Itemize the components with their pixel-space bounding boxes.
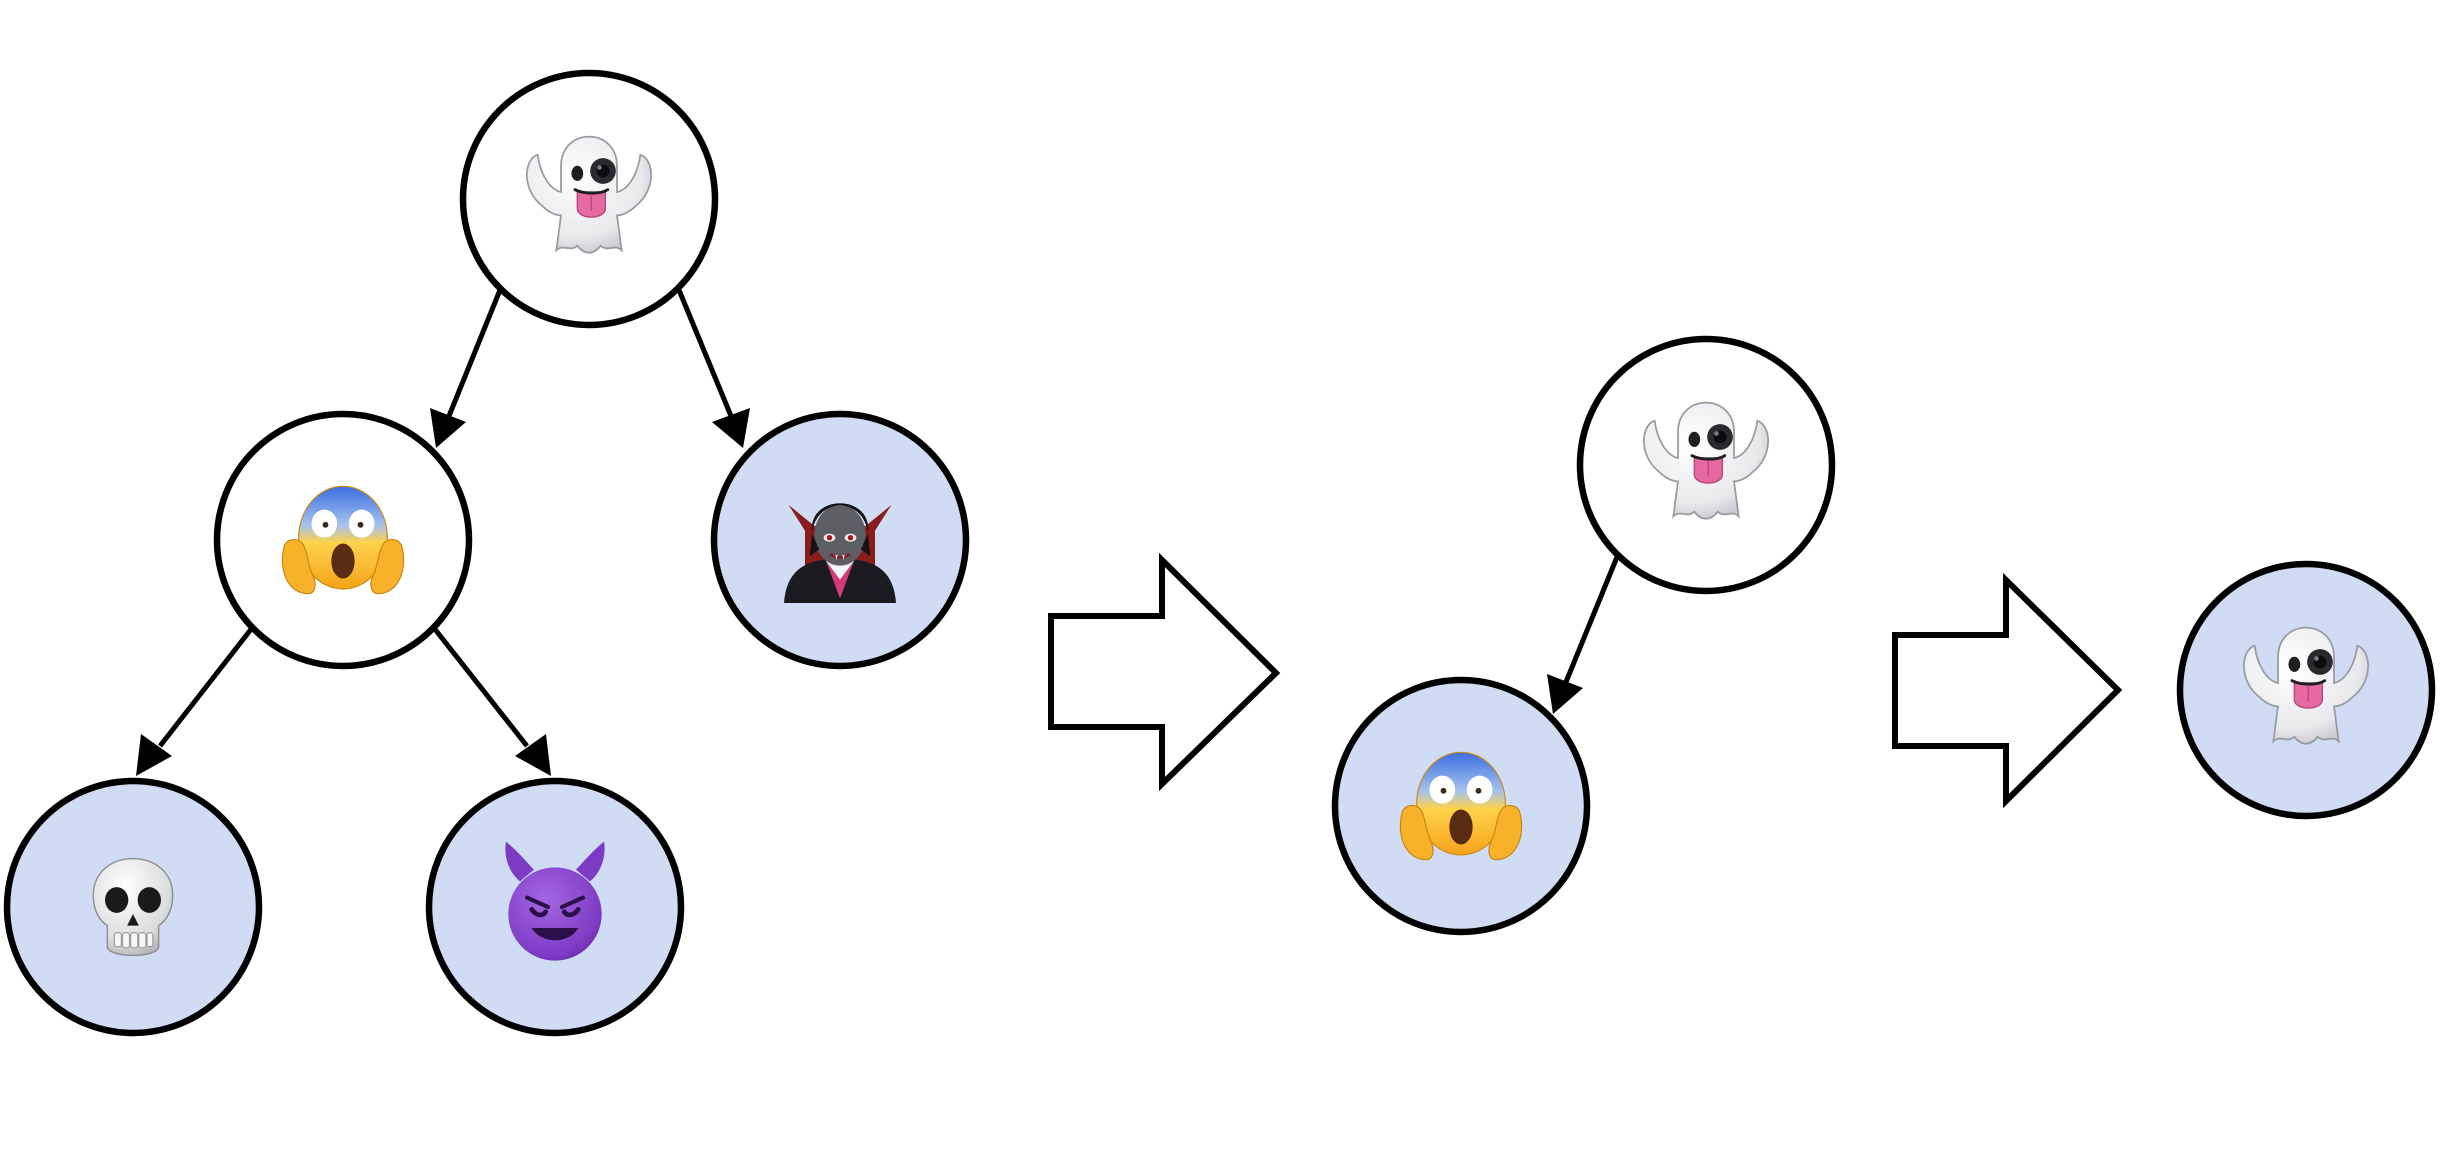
node-ghost-leaf-3 — [2176, 560, 2436, 820]
stage-1-tree — [3, 69, 970, 1037]
edge-ghost-to-scream-2 — [1547, 556, 1620, 714]
edge-ghost-to-vampire — [676, 289, 750, 448]
node-skull-leaf — [3, 777, 263, 1037]
stage-2-tree — [1331, 335, 1836, 936]
node-ghost-root — [459, 69, 719, 329]
edge-scream-to-devil — [432, 626, 551, 776]
node-ghost-root-2 — [1576, 335, 1836, 595]
node-devil-leaf — [425, 777, 685, 1037]
transition-arrow-1 — [1048, 552, 1281, 792]
edge-scream-to-skull — [136, 626, 254, 776]
node-scream — [213, 410, 473, 670]
stage-3-tree — [2176, 560, 2436, 820]
node-scream-leaf-2 — [1331, 676, 1591, 936]
edge-ghost-to-scream — [430, 289, 503, 448]
node-vampire-leaf — [710, 410, 970, 670]
transition-arrow-2 — [1892, 572, 2123, 809]
